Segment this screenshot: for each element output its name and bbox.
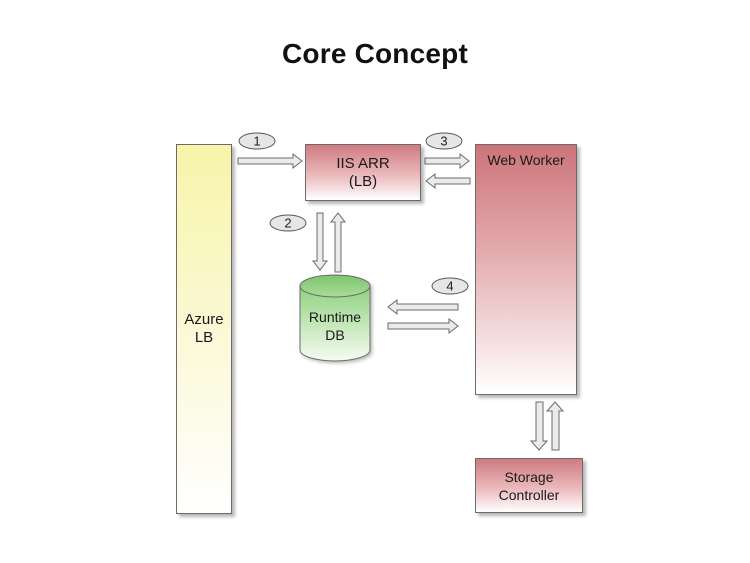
step-badge-4-text: 4 [446, 279, 453, 294]
storage-controller-label-line2: Controller [498, 486, 560, 503]
iis-arr-node: IIS ARR (LB) [305, 144, 421, 201]
arrow-iis-to-worker [424, 152, 470, 170]
azure-lb-label-line1: Azure [184, 311, 224, 328]
arrow-db-to-iis [329, 212, 347, 273]
storage-controller-label-line1: Storage [504, 468, 554, 485]
diagram-title: Core Concept [282, 38, 468, 69]
step-badge-2-text: 2 [284, 216, 291, 231]
step-badge-3-text: 3 [440, 134, 447, 149]
step-badge-1: 1 [238, 132, 276, 150]
storage-controller-node: Storage Controller [475, 458, 583, 513]
arrow-storage-to-worker [545, 401, 565, 451]
iis-arr-label-line1: IIS ARR [336, 154, 390, 172]
arrow-iis-to-db [311, 212, 329, 271]
web-worker-node: Web Worker [475, 144, 577, 395]
iis-arr-label-line2: (LB) [348, 172, 378, 190]
runtime-db-label: Runtime DB [300, 308, 370, 344]
azure-lb-node: Azure LB [176, 144, 232, 514]
runtime-db-cylinder [299, 274, 371, 362]
arrow-worker-to-iis [425, 172, 471, 190]
step-badge-4: 4 [431, 277, 469, 295]
runtime-db-label-line1: Runtime [308, 309, 362, 325]
arrow-worker-to-db [387, 298, 459, 316]
arrow-azure-to-iis [237, 152, 303, 170]
azure-lb-label-line2: LB [194, 329, 214, 346]
arrow-db-to-worker [387, 317, 459, 335]
step-badge-3: 3 [425, 132, 463, 150]
step-badge-2: 2 [269, 214, 307, 232]
web-worker-label: Web Worker [487, 152, 565, 168]
step-badge-1-text: 1 [253, 134, 260, 149]
runtime-db-label-line2: DB [325, 327, 345, 343]
arrow-worker-to-storage [529, 401, 549, 451]
